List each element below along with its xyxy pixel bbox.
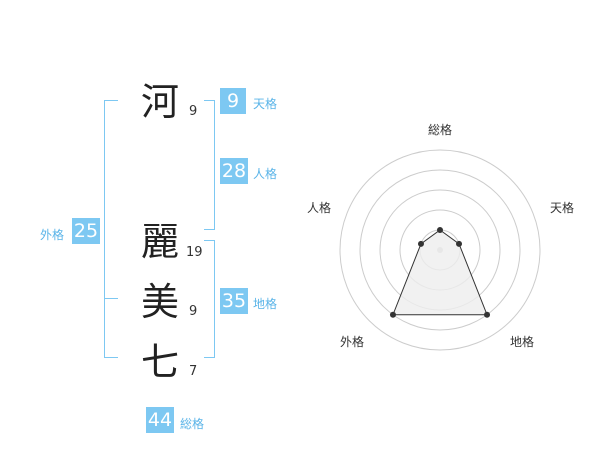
radar-grid-ring: [339, 149, 541, 351]
jinkaku-value: 28: [220, 158, 248, 184]
stroke-count-4: 7: [189, 364, 198, 379]
stroke-count-3: 9: [189, 304, 198, 319]
gaikaku-bracket-tick: [104, 298, 118, 299]
radar-point-4: [389, 311, 396, 318]
jinkaku-label: 人格: [253, 167, 278, 181]
radar-grid-ring: [359, 169, 521, 331]
tenkaku-label: 天格: [253, 97, 278, 111]
tenkaku-value: 9: [220, 88, 246, 114]
stroke-count-2: 19: [186, 245, 203, 260]
radar-point-2: [456, 240, 463, 247]
chikaku-value: 35: [220, 288, 248, 314]
soukaku-value: 44: [146, 407, 174, 433]
radar-point-5: [417, 240, 424, 247]
radar-point-3: [484, 311, 491, 318]
radar-label-tenkaku: 天格: [550, 201, 575, 215]
radar-label-jinkaku: 人格: [307, 201, 332, 215]
jinkaku-bracket: [204, 100, 215, 230]
name-char-2: 麗: [140, 220, 179, 264]
name-char-3: 美: [140, 280, 179, 324]
stroke-count-1: 9: [189, 104, 198, 119]
radar-value-polygon: [392, 229, 488, 316]
radar-label-chikaku: 地格: [510, 335, 535, 349]
name-char-4: 七: [140, 340, 179, 384]
gaikaku-bracket: [104, 100, 118, 358]
chikaku-bracket: [204, 240, 215, 358]
name-char-1: 河: [140, 80, 179, 124]
gaikaku-label: 外格: [40, 228, 65, 242]
soukaku-label: 総格: [180, 417, 205, 431]
gaikaku-value: 25: [72, 218, 100, 244]
radar-point-1: [437, 227, 443, 233]
radar-label-soukaku: 総格: [428, 123, 453, 137]
radar-label-gaikaku: 外格: [340, 335, 365, 349]
chikaku-label: 地格: [253, 297, 278, 311]
